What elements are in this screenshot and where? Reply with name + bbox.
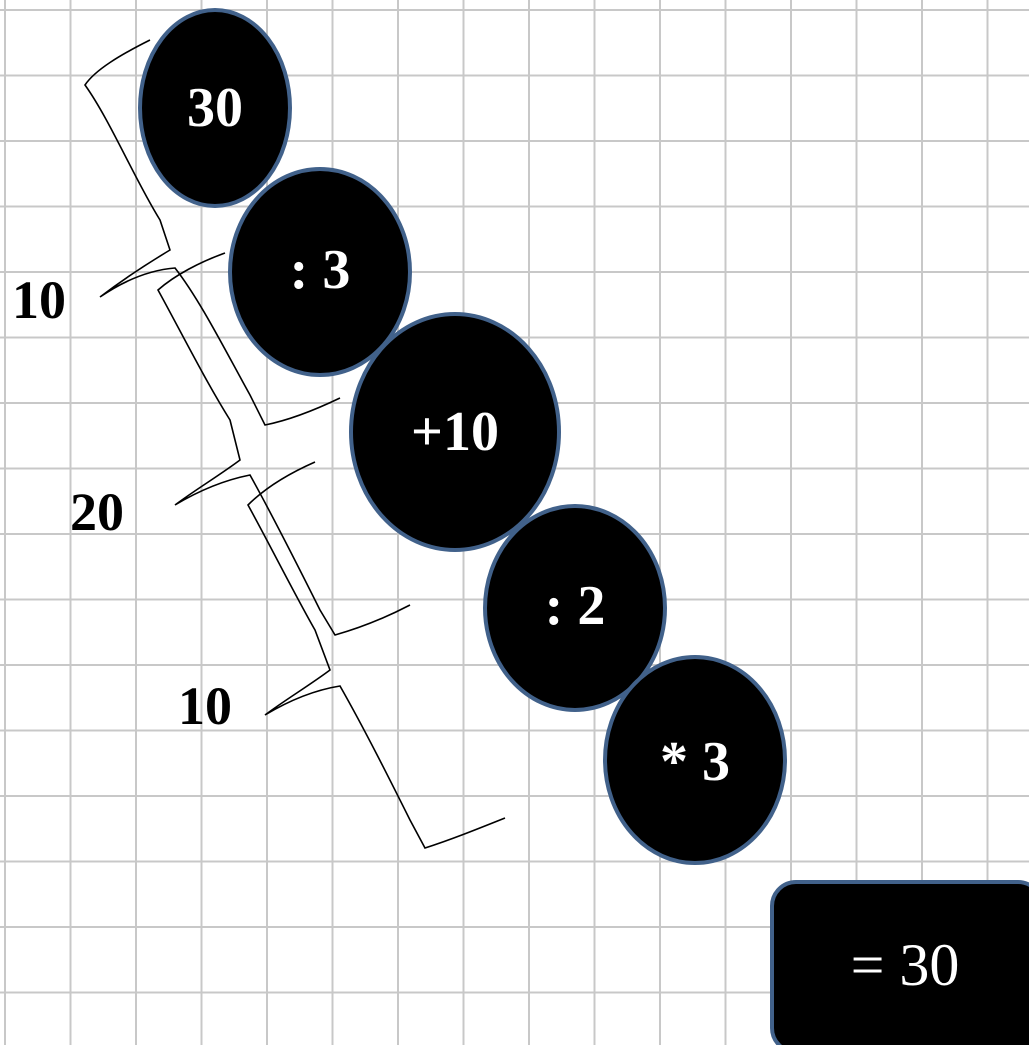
bracket-3 xyxy=(247,461,506,849)
step-label: +10 xyxy=(411,401,499,463)
intermediate-label: 20 xyxy=(70,482,124,542)
bracket-2 xyxy=(156,252,411,636)
step-node-start: 30 xyxy=(138,8,292,208)
step-node-multiply-3: * 3 xyxy=(603,655,787,865)
bracket-1 xyxy=(84,39,341,426)
step-node-divide-3: : 3 xyxy=(228,167,412,377)
result-label: = 30 xyxy=(851,932,960,998)
step-node-add-10: +10 xyxy=(349,312,561,552)
step-label: 30 xyxy=(187,77,243,139)
intermediate-label: 10 xyxy=(12,270,66,330)
step-label: : 3 xyxy=(290,239,351,301)
step-node-divide-2: : 2 xyxy=(483,504,667,712)
step-label: * 3 xyxy=(660,731,730,793)
intermediate-label: 10 xyxy=(178,676,232,736)
result-box: = 30 xyxy=(770,880,1029,1045)
step-label: : 2 xyxy=(545,575,606,637)
